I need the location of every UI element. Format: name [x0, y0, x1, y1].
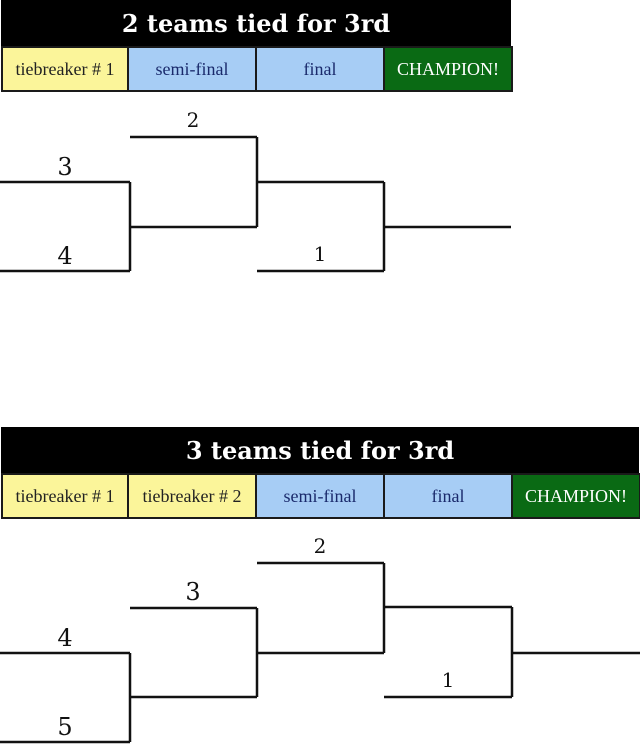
column-champion: CHAMPION!: [513, 473, 640, 519]
three-team-bracket-header-row: tiebreaker # 1 tiebreaker # 2 semi-final…: [1, 473, 640, 519]
column-semi-final: semi-final: [129, 46, 257, 92]
seed-3-label: 3: [185, 578, 201, 606]
seed-4-label: 4: [57, 242, 73, 270]
seed-1-label: 1: [441, 668, 455, 692]
two-team-bracket-header-row: tiebreaker # 1 semi-final final CHAMPION…: [1, 46, 513, 92]
seed-2-label: 2: [313, 534, 327, 558]
column-champion: CHAMPION!: [385, 46, 513, 92]
column-final: final: [385, 473, 513, 519]
seed-3-label: 3: [57, 153, 73, 181]
seed-2-label: 2: [186, 108, 200, 132]
seed-1-label: 1: [313, 242, 327, 266]
column-tiebreaker-1: tiebreaker # 1: [1, 46, 129, 92]
seed-4-label: 4: [57, 624, 73, 652]
three-team-bracket-title: 3 teams tied for 3rd: [1, 427, 639, 473]
column-tiebreaker-2: tiebreaker # 2: [129, 473, 257, 519]
column-semi-final: semi-final: [257, 473, 385, 519]
seed-5-label: 5: [57, 713, 73, 741]
two-team-bracket-lines: [0, 135, 511, 273]
two-team-bracket-title: 2 teams tied for 3rd: [1, 0, 511, 46]
column-tiebreaker-1: tiebreaker # 1: [1, 473, 129, 519]
column-final: final: [257, 46, 385, 92]
